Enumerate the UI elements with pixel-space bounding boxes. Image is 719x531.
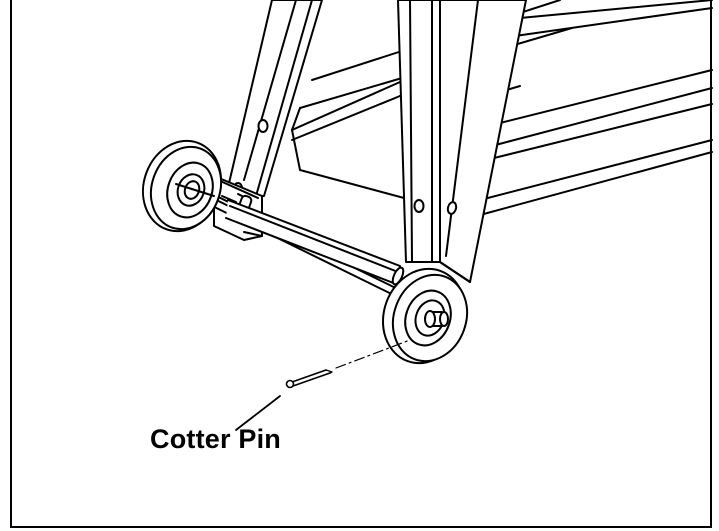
right-leg: [397, 0, 527, 283]
cotter-pin-alignment-line: [335, 339, 411, 369]
axle: [191, 185, 421, 307]
cotter-pin-label: Cotter Pin: [150, 424, 282, 454]
right-wheel: [381, 267, 469, 365]
left-leg: [225, 0, 323, 197]
cotter-pin: [285, 369, 333, 389]
left-wheel: [141, 139, 223, 233]
callout-leader-line: [235, 395, 281, 431]
